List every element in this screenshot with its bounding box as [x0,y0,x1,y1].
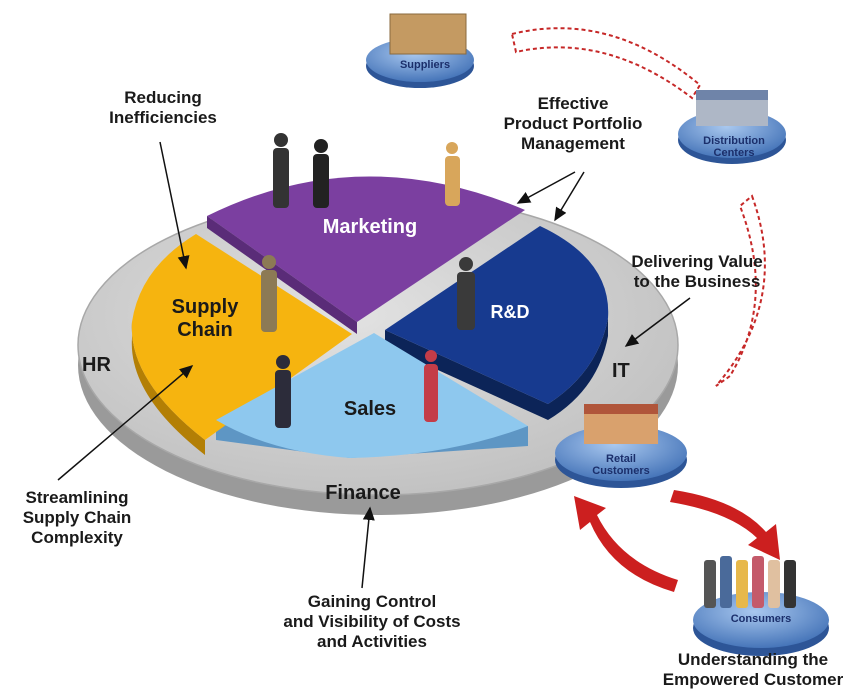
callout-understanding-line-1: Understanding the [677,650,829,669]
distribution-line-1: Distribution [703,135,765,147]
link-suppliers-distribution [510,27,702,100]
distribution-hub [678,90,786,164]
callout-reducing-line-1: Reducing [124,88,202,107]
supply-chain-line-2: Chain [177,319,233,341]
callout-gaining-line-3: and Activities [317,632,427,652]
supply-chain-label: Supply Chain [150,296,260,342]
retail-label: Retail Customers [581,453,661,477]
callout-gaining-line-2: and Visibility of Costs [283,612,461,632]
callout-portfolio-line-3: Management [521,134,625,154]
arrow-portfolio-b [554,171,585,222]
retail-line-1: Retail [606,453,636,465]
suppliers-hub [366,13,474,88]
consumers-label: Consumers [721,613,801,626]
person-sales-man [275,355,291,428]
marketing-side [207,216,357,334]
sales-segment [216,333,528,458]
distribution-line-2: Centers [713,146,755,159]
marketing-segment [207,176,525,322]
consumer-flow-arrows [574,490,780,592]
consumers-hub [693,556,829,656]
person-rd [457,257,475,330]
finance-label: Finance [325,482,401,504]
callout-gaining: Gaining Control and Visibility of Costs … [262,592,482,652]
callout-reducing-line-2: Inefficiencies [109,108,217,128]
rd-label: R&D [490,302,530,322]
person-handshake-left [273,133,289,208]
callout-delivering-line-1: Delivering Value [631,252,763,271]
retail-line-2: Customers [592,464,650,477]
supply-chain-line-1: Supply [171,296,239,318]
arrow-reducing [159,141,190,270]
marketing-label: Marketing [322,216,418,238]
retail-hub [555,404,687,488]
person-woman-marketing [445,142,460,206]
callout-portfolio-line-1: Effective [537,94,609,113]
callout-gaining-line-1: Gaining Control [307,592,437,611]
callout-understanding-line-2: Empowered Customer [662,670,844,690]
arrow-portfolio-a [516,171,576,204]
callout-delivering-line-2: to the Business [633,272,761,292]
it-label: IT [612,360,630,382]
callout-delivering: Delivering Value to the Business [612,252,782,292]
callout-arrows [57,141,691,589]
person-supply [261,255,277,332]
arrow-retail-to-consumers [670,490,780,560]
person-sales-woman [424,350,438,422]
hr-label: HR [82,354,111,376]
distribution-label: Distribution Centers [694,135,774,159]
sales-label: Sales [343,398,397,420]
callout-streamlining-line-1: Streamlining [25,488,129,507]
arrow-streamlining [57,365,194,481]
callout-streamlining-line-3: Complexity [31,528,123,548]
callout-streamlining: Streamlining Supply Chain Complexity [2,488,152,548]
callout-understanding: Understanding the Empowered Customer [650,650,856,690]
consumers-line-1: Consumers [730,613,792,625]
arrow-gaining [361,506,375,589]
callout-streamlining-line-2: Supply Chain [22,508,132,528]
link-distribution-retail [715,194,766,387]
suppliers-line-1: Suppliers [399,59,451,71]
suppliers-label: Suppliers [390,59,460,72]
callout-reducing: Reducing Inefficiencies [88,88,238,128]
supply-chain-segment [131,234,352,440]
callout-portfolio-line-2: Product Portfolio [503,114,643,134]
person-handshake-right [313,139,329,208]
rd-segment [385,226,609,404]
arrow-delivering [624,297,691,347]
arrow-consumers-to-retail [574,496,678,592]
callout-portfolio: Effective Product Portfolio Management [478,94,668,154]
people-figures [261,133,475,428]
